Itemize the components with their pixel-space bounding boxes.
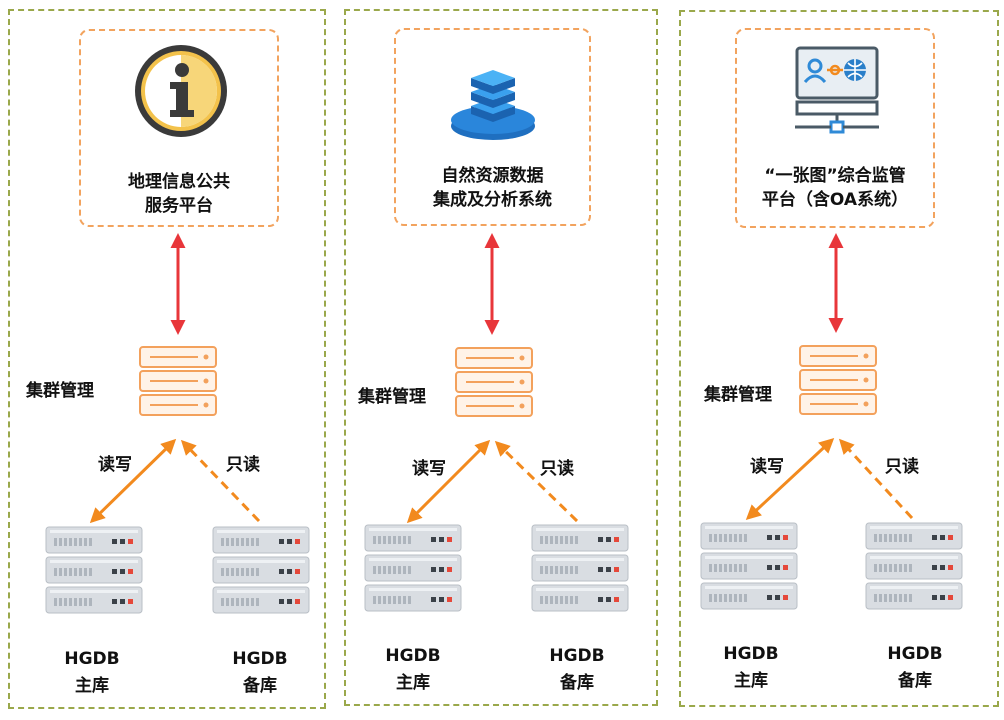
read-only-label: 只读: [226, 455, 260, 475]
primary-db-role: 主库: [75, 676, 109, 696]
cluster-label: 集群管理: [704, 385, 772, 405]
system-title: 自然资源数据 集成及分析系统: [396, 164, 589, 212]
system-box-resource-analysis: 自然资源数据 集成及分析系统: [394, 28, 591, 226]
cluster-manager-icon: [139, 346, 217, 416]
read-only-arrow: [838, 438, 914, 520]
read-only-arrow: [180, 439, 261, 523]
read-write-arrow: [406, 439, 491, 524]
primary-server-icon: [45, 526, 143, 614]
primary-db-label: HGDB 主库: [52, 646, 132, 700]
read-only-arrow: [494, 440, 579, 523]
system-title-line1: “一张图”综合监管: [764, 166, 906, 186]
standby-db-role: 备库: [898, 671, 932, 691]
monitor-network-icon: [795, 46, 879, 134]
read-only-label: 只读: [885, 457, 919, 477]
primary-db-role: 主库: [396, 673, 430, 693]
system-title-line2: 服务平台: [145, 196, 213, 216]
cluster-manager-icon: [799, 345, 877, 415]
system-title-line1: 自然资源数据: [441, 166, 544, 186]
system-title: “一张图”综合监管 平台（含OA系统）: [737, 164, 933, 212]
panel-resource-analysis: [344, 9, 658, 706]
database-stack-icon: [451, 70, 535, 140]
standby-server-icon: [212, 526, 310, 614]
system-box-geo-service: 地理信息公共 服务平台: [79, 29, 279, 227]
standby-db-role: 备库: [243, 676, 277, 696]
standby-db-label: HGDB 备库: [875, 641, 955, 695]
read-only-label: 只读: [540, 459, 574, 479]
cluster-label: 集群管理: [26, 381, 94, 401]
primary-db-name: HGDB: [64, 649, 120, 669]
primary-server-icon: [700, 522, 798, 610]
panel-supervision-platform: [679, 10, 999, 707]
system-title: 地理信息公共 服务平台: [81, 170, 277, 218]
standby-db-label: HGDB 备库: [220, 646, 300, 700]
standby-db-name: HGDB: [887, 644, 943, 664]
read-write-arrow: [745, 437, 835, 521]
read-write-arrow: [89, 438, 177, 524]
info-icon: [135, 45, 227, 137]
panel-geo-service: [8, 9, 326, 709]
standby-db-label: HGDB 备库: [537, 643, 617, 697]
primary-db-label: HGDB 主库: [711, 641, 791, 695]
cluster-label: 集群管理: [358, 387, 426, 407]
cluster-manager-icon: [455, 347, 533, 417]
system-title-line1: 地理信息公共: [128, 172, 230, 192]
standby-db-name: HGDB: [232, 649, 288, 669]
primary-db-label: HGDB 主库: [373, 643, 453, 697]
system-box-supervision-platform: “一张图”综合监管 平台（含OA系统）: [735, 28, 935, 228]
primary-server-icon: [364, 524, 462, 612]
primary-db-name: HGDB: [385, 646, 441, 666]
system-title-line2: 平台（含OA系统）: [761, 190, 909, 210]
system-title-line2: 集成及分析系统: [433, 190, 552, 210]
primary-db-name: HGDB: [723, 644, 779, 664]
standby-db-role: 备库: [560, 673, 594, 693]
standby-db-name: HGDB: [549, 646, 605, 666]
standby-server-icon: [531, 524, 629, 612]
primary-db-role: 主库: [734, 671, 768, 691]
standby-server-icon: [865, 522, 963, 610]
